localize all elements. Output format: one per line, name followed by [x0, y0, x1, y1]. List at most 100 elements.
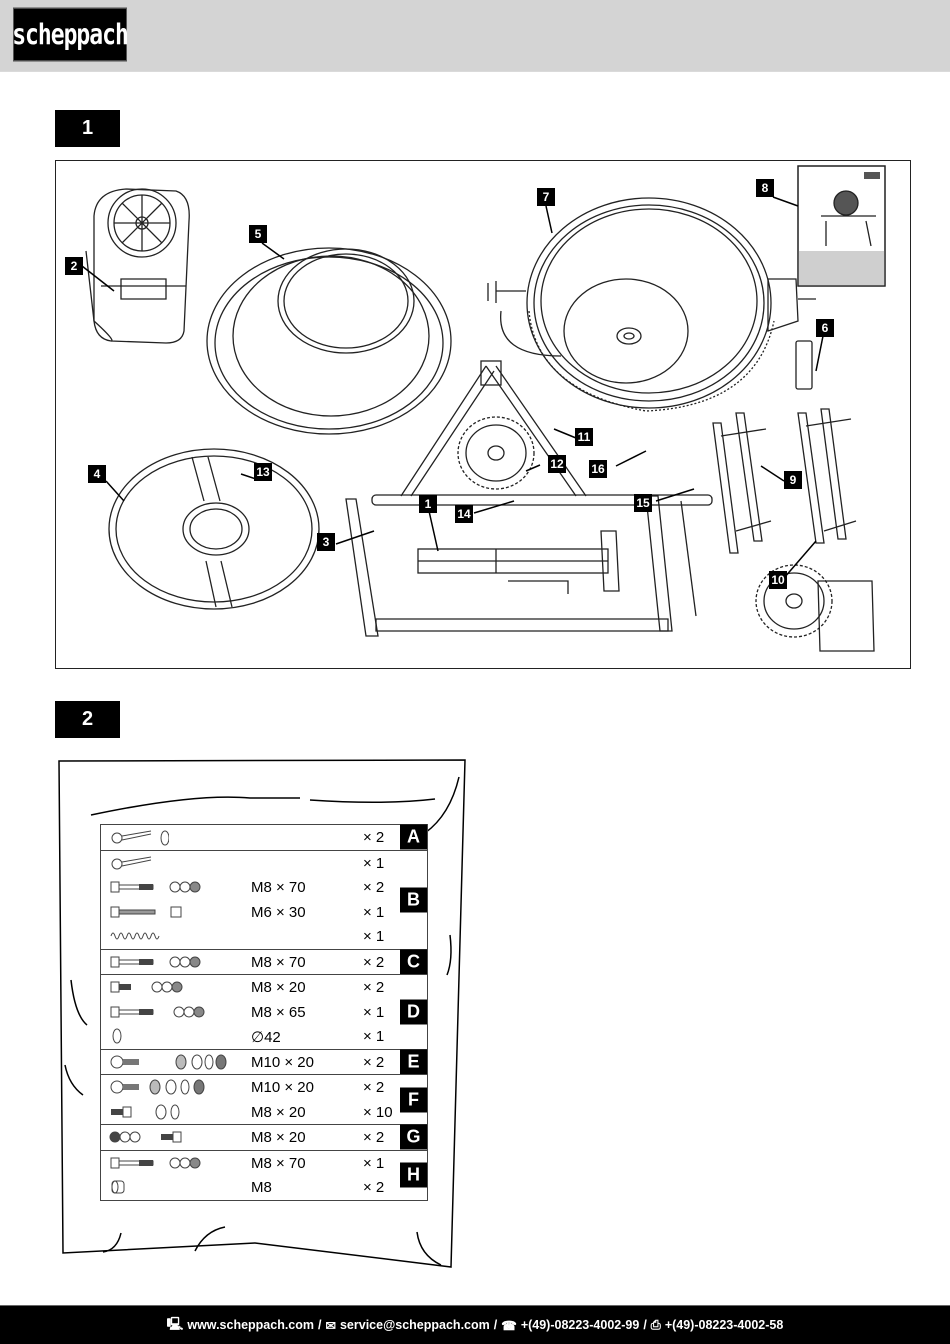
separator: /	[643, 1318, 647, 1332]
bolt-nut-icon	[110, 906, 182, 917]
quantity: × 1	[363, 1003, 385, 1021]
spec: M8 × 20	[251, 1103, 306, 1121]
parts-row: × 1	[101, 851, 427, 876]
callout-7: 7	[537, 188, 555, 206]
phone-number: +(49)-08223-4002-99	[520, 1318, 640, 1332]
spec: ∅42	[251, 1029, 281, 1046]
hardware-parts-table: × 2 A × 1 M8 × 70 × 2 M6 × 30 × 1 × 1 B …	[100, 824, 428, 1201]
drum-ring-drawing	[108, 448, 320, 610]
callout-6: 6	[816, 319, 834, 337]
spec: M8 × 70	[251, 1154, 306, 1172]
quantity: × 10	[363, 1103, 393, 1121]
group-letter-e: E	[400, 1049, 427, 1075]
frame-drawing	[345, 495, 673, 637]
parts-group-e: M10 × 20 × 2 E	[101, 1048, 427, 1075]
motor-housing-drawing	[85, 188, 190, 344]
parts-group-c: M8 × 70 × 2 C	[101, 948, 427, 975]
separator: /	[493, 1318, 498, 1332]
screw-washers-nut-icon	[110, 1079, 205, 1095]
callout-15: 15	[634, 494, 652, 512]
quantity: × 1	[363, 928, 385, 945]
section-1-badge: 1	[55, 110, 120, 147]
quantity: × 1	[363, 1028, 385, 1045]
bolt-washers-nut-icon	[110, 981, 183, 993]
section-2-badge: 2	[55, 701, 120, 738]
quantity: × 2	[363, 1179, 385, 1196]
bolt-washers-nut-icon	[110, 1006, 205, 1017]
quantity: × 1	[363, 903, 385, 921]
brand-logo: scheppach	[12, 7, 129, 62]
parts-row: M8 × 70 × 2	[101, 950, 427, 975]
spec: M8 × 65	[251, 1003, 306, 1021]
parts-group-f: M10 × 20 × 2 M8 × 20 × 10 F	[101, 1074, 427, 1124]
fax-icon: ⎙	[650, 1317, 661, 1332]
parts-group-a: × 2 A	[101, 824, 427, 850]
quantity: × 2	[363, 879, 385, 896]
a-frame-drawing	[400, 360, 587, 497]
o-ring-icon	[112, 1028, 122, 1044]
bolt-washers-nut-icon	[110, 956, 201, 967]
bolt-washers-nut-icon	[110, 881, 201, 893]
spec: M10 × 20	[251, 1079, 314, 1096]
quantity: × 2	[363, 1053, 385, 1071]
spec: M8 × 20	[251, 979, 306, 996]
spec: M10 × 20	[251, 1053, 314, 1071]
callout-4: 4	[88, 465, 106, 483]
parts-group-g: M8 × 20 × 2 G	[101, 1124, 427, 1150]
spec: M8 × 70	[251, 953, 306, 971]
callout-11: 11	[575, 428, 593, 446]
bolt-washers-nut-icon	[110, 1157, 201, 1168]
parts-group-d: M8 × 20 × 2 M8 × 65 × 1 ∅42 × 1 D	[101, 974, 427, 1049]
group-letter-d: D	[400, 999, 427, 1025]
parts-illustration	[81, 165, 886, 652]
group-letter-f: F	[400, 1087, 427, 1112]
parts-group-b: × 1 M8 × 70 × 2 M6 × 30 × 1 × 1 B	[101, 849, 427, 949]
parts-row: × 1	[101, 924, 427, 949]
parts-row: × 2	[101, 825, 427, 850]
email-link[interactable]: service@scheppach.com	[339, 1318, 490, 1332]
leader-lines	[81, 196, 825, 579]
group-letter-c: C	[400, 949, 427, 975]
eye-bolt-icon	[111, 856, 152, 869]
quantity: × 2	[363, 1079, 385, 1096]
manual-drawing	[797, 165, 886, 287]
quantity: × 2	[363, 829, 385, 846]
callout-5: 5	[249, 225, 267, 243]
spec: M8 × 20	[251, 1129, 306, 1146]
parts-row: M10 × 20 × 2	[101, 1075, 427, 1100]
parts-row: M8 × 20 × 10	[101, 1100, 427, 1125]
callout-13: 13	[254, 463, 272, 481]
washers-bolt-icon	[109, 1131, 182, 1143]
group-letter-h: H	[400, 1162, 427, 1188]
spec: M8	[251, 1179, 272, 1196]
axle-drawing	[371, 494, 713, 506]
parts-row: M6 × 30 × 1	[101, 900, 427, 925]
parts-group-h: M8 × 70 × 1 M8 × 2 H	[101, 1149, 427, 1200]
phone-icon: ☎	[501, 1318, 517, 1333]
quantity: × 2	[363, 953, 385, 971]
screw-washers-nut-icon	[110, 1054, 227, 1069]
callout-3: 3	[317, 533, 335, 551]
parts-row: M8 × 2	[101, 1175, 427, 1200]
quantity: × 1	[363, 1154, 385, 1172]
parts-row: M8 × 20 × 2	[101, 1125, 427, 1150]
wheel-drawing	[457, 416, 833, 638]
group-letter-b: B	[400, 887, 427, 912]
quantity: × 2	[363, 1129, 385, 1146]
callout-10: 10	[769, 571, 787, 589]
callout-16: 16	[589, 460, 607, 478]
callout-1: 1	[419, 495, 437, 513]
bolt-washers-icon	[111, 1104, 180, 1119]
drum-top-drawing	[206, 247, 452, 435]
website-link[interactable]: www.scheppach.com	[187, 1318, 315, 1332]
quantity: × 1	[363, 854, 385, 872]
parts-row: ∅42 × 1	[101, 1024, 427, 1049]
drum-drawing	[487, 197, 816, 412]
handles-drawing	[712, 408, 857, 554]
spec: M8 × 70	[251, 879, 306, 896]
callout-2: 2	[65, 257, 83, 275]
callout-12: 12	[548, 455, 566, 473]
parts-row: M10 × 20 × 2	[101, 1050, 427, 1075]
group-letter-g: G	[400, 1124, 427, 1150]
support-drawing	[417, 530, 620, 594]
